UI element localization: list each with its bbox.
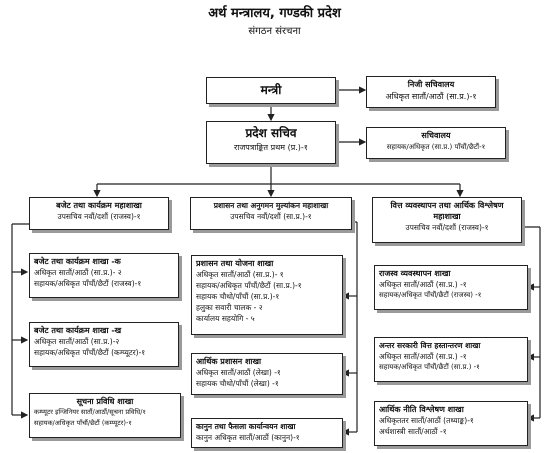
box-title: बजेट तथा कार्यक्रम महाशाखा <box>56 201 142 210</box>
box-line: सहायक चौथो/पाँचौं (लेखा) -१ <box>196 379 279 388</box>
box-title: वित्त व्यवस्थापन तथा आर्थिक विश्लेषण महा… <box>390 201 504 221</box>
box-title: आर्थिक प्रशासन शाखा <box>196 357 262 366</box>
box-line: अर्थशास्त्री सातौं/आठौं -१ <box>379 427 447 436</box>
box-line: सहायक/अधिकृत पाँचौं/छैटौं (कम्प्यूटर)-१ <box>34 348 146 357</box>
fin-admin-section-box: आर्थिक प्रशासन शाखा अधिकृत सातौं/आठौं (ल… <box>191 353 343 395</box>
it-section-box: सूचना प्रविधि शाखा कम्प्यूटर इन्जिनियर स… <box>29 393 181 438</box>
admin-division-box: प्रशासन तथा अनुगमन मुल्यांकन महाशाखा उपस… <box>190 197 352 230</box>
box-line: अधिकृततर सातौं/आठौं (तथ्याङ्क)-१ <box>379 416 474 425</box>
intergov-section-box: अन्तर सरकारी वित्त हस्तान्तरण शाखा अधिकृ… <box>374 337 528 382</box>
box-line: सहायक चौथो/पाँचौं (सा.प्र.)-१ <box>196 292 280 301</box>
page-subtitle: संगठन संरचना <box>248 26 301 37</box>
minister-box: मन्त्री <box>206 77 336 104</box>
box-line: उपसचिव नवौं/दशौं (सा.प्र.)-१ <box>230 212 312 221</box>
box-line: अधिकृत सातौं/आठौं (लेखा) -१ <box>196 368 281 377</box>
box-title: कानुन तथा फैसला कार्यान्वयन शाखा <box>196 422 296 431</box>
private-secretariat-box: निजी सचिवालय अधिकृत सातौं/आठौं (सा.प्र.)… <box>366 76 496 108</box>
box-line: कम्प्यूटर इन्जिनियर सातौं/आठौं/सूचना प्र… <box>34 408 146 416</box>
box-line: अधिकृत सातौं/आठौं (सा.प्र.) -१ <box>379 352 467 361</box>
box-title: सूचना प्रविधि शाखा <box>76 397 134 406</box>
box-line: हलुका सवारी चालक - २ <box>196 303 263 312</box>
box-line: सहायक/अधिकृत (सा.प्र.) पाँचौं/छैटौं-१ <box>386 143 486 151</box>
secretary-box: प्रदेश सचिव राजपत्राङ्कित प्रथम (प्र.)-१ <box>206 121 336 164</box>
box-title: निजी सचिवालय <box>407 80 455 89</box>
budget-section-b-box: बजेट तथा कार्यक्रम शाखा -ख अधिकृत सातौं/… <box>29 322 179 367</box>
box-line: उपसचिव नवौं/दशौं (राजस्व)-१ <box>57 212 141 221</box>
box-title: सचिवालय <box>421 131 451 140</box>
page-title: अर्थ मन्त्रालय, गण्डकी प्रदेश <box>208 6 341 21</box>
budget-section-a-box: बजेट तथा कार्यक्रम शाखा -क अधिकृत सातौं/… <box>29 253 179 298</box>
law-section-box: कानुन तथा फैसला कार्यान्वयन शाखा कानुन अ… <box>191 418 343 448</box>
box-line: सहायक/अधिकृत पाँचौं/छैटौं (कम्प्यूटर)-१ <box>34 419 132 427</box>
box-line: अधिकृत सातौं/आठौं (सा.प्र.)-१ <box>385 92 477 101</box>
box-line: उपसचिव नवौं/दशौं (राजस्व)-१ <box>405 223 489 232</box>
box-title: प्रदेश सचिव <box>245 126 297 140</box>
box-title: प्रशासन तथा योजना शाखा <box>196 259 274 268</box>
box-line: अधिकृत सातौं/आठौं (सा.प्र.)-२ <box>34 337 120 346</box>
box-line: सहायक/अधिकृत पाँचौं/छैटौं (राजस्व)-१ <box>34 279 142 288</box>
box-line: कार्यालय सहयोगि - ५ <box>196 314 255 323</box>
box-line: सहायक/अधिकृत पाँचौं/छैटौं (सा.प्र.)-१ <box>196 281 302 290</box>
box-title: बजेट तथा कार्यक्रम शाखा -ख <box>34 326 122 335</box>
box-line: अधिकृत सातौं/आठौं (सा.प्र.) -१ <box>379 280 467 289</box>
box-title: मन्त्री <box>260 83 282 97</box>
box-title: प्रशासन तथा अनुगमन मुल्यांकन महाशाखा <box>213 201 329 210</box>
admin-plan-section-box: प्रशासन तथा योजना शाखा अधिकृत सातौं/आठौं… <box>191 255 343 335</box>
revenue-section-box: राजस्व व्यवस्थापन शाखा अधिकृत सातौं/आठौं… <box>374 265 528 310</box>
box-line: अधिकृत सातौं/आठौं (सा.प्र.)- २ <box>34 268 122 277</box>
box-line: सहायक/अधिकृत पाँचौं/छैटौं (राजस्व) -१ <box>379 291 482 299</box>
box-line: कानुन अधिकृत सातौं/आठौं (कानुन)-१ <box>196 433 300 442</box>
secretariat-box: सचिवालय सहायक/अधिकृत (सा.प्र.) पाँचौं/छै… <box>366 127 506 159</box>
box-line: अधिकृत सातौं/आठौं (सा.प्र.)- १ <box>196 270 284 279</box>
policy-section-box: आर्थिक नीति विश्लेषण शाखा अधिकृततर सातौं… <box>374 401 528 446</box>
box-title: आर्थिक नीति विश्लेषण शाखा <box>379 405 464 414</box>
box-title: राजस्व व्यवस्थापन शाखा <box>379 269 451 278</box>
budget-division-box: बजेट तथा कार्यक्रम महाशाखा उपसचिव नवौं/द… <box>29 197 169 230</box>
box-line: सहायक/अधिकृत पाँचौं/छैटौं (सा.प्र.) -१ <box>379 363 480 371</box>
box-title: अन्तर सरकारी वित्त हस्तान्तरण शाखा <box>379 341 481 350</box>
box-title: बजेट तथा कार्यक्रम शाखा -क <box>34 257 121 266</box>
box-line: राजपत्राङ्कित प्रथम (प्र.)-१ <box>234 143 308 152</box>
finance-division-box: वित्त व्यवस्थापन तथा आर्थिक विश्लेषण महा… <box>372 197 522 243</box>
